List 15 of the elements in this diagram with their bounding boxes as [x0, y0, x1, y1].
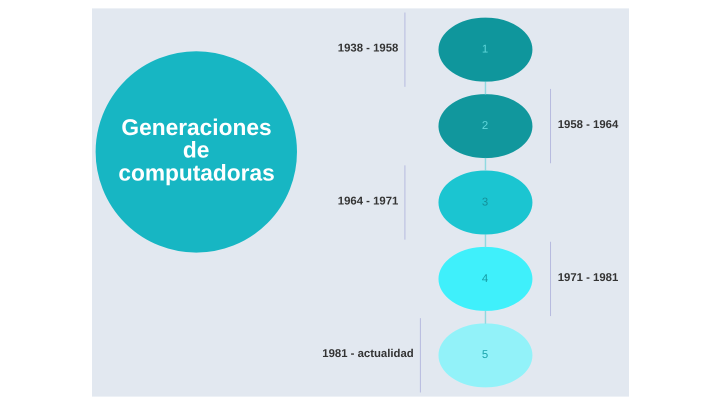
- node-label: 1958 - 1964: [557, 118, 618, 131]
- node-ellipse: 4: [438, 246, 532, 311]
- node-circle: Generaciones de computadoras: [95, 51, 296, 253]
- connector: [484, 158, 486, 171]
- node-ellipse: 5: [438, 323, 532, 388]
- node-label: 1971 - 1981: [557, 272, 618, 284]
- node-label: 1964 - 1971: [337, 195, 398, 208]
- connector: [484, 310, 486, 324]
- node-ellipse: 2: [438, 94, 532, 158]
- connector: [484, 82, 486, 94]
- node-ellipse: 3: [438, 170, 532, 235]
- node-label: 1981 - actualidad: [322, 348, 414, 360]
- connector: [484, 234, 486, 248]
- node-ellipse: 1: [438, 18, 532, 82]
- node-label: 1938 - 1958: [337, 42, 398, 55]
